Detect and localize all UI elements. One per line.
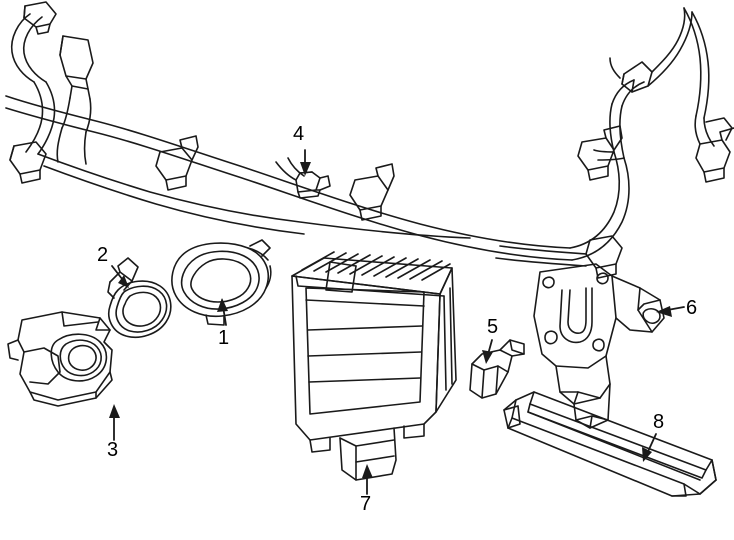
part-control-module xyxy=(291,251,457,481)
part-bracket-sensor xyxy=(7,311,113,407)
part-small-connector xyxy=(469,339,525,399)
part-inline-connector xyxy=(275,157,331,199)
part-sensor-round xyxy=(107,257,172,338)
callout-number-6: 6 xyxy=(686,297,698,319)
callout-number-1: 1 xyxy=(218,327,230,349)
part-trim-bracket xyxy=(503,391,717,497)
part-mount-bracket xyxy=(533,263,665,429)
callout-number-2: 2 xyxy=(97,244,109,266)
wiring-harness xyxy=(5,1,734,279)
callout-number-7: 7 xyxy=(360,493,372,515)
callout-leaders xyxy=(109,149,685,495)
callout-number-3: 3 xyxy=(107,439,119,461)
callout-number-5: 5 xyxy=(487,316,499,338)
callout-number-4: 4 xyxy=(293,123,305,145)
part-sensor-with-ring xyxy=(171,239,272,326)
callout-number-8: 8 xyxy=(653,411,665,433)
